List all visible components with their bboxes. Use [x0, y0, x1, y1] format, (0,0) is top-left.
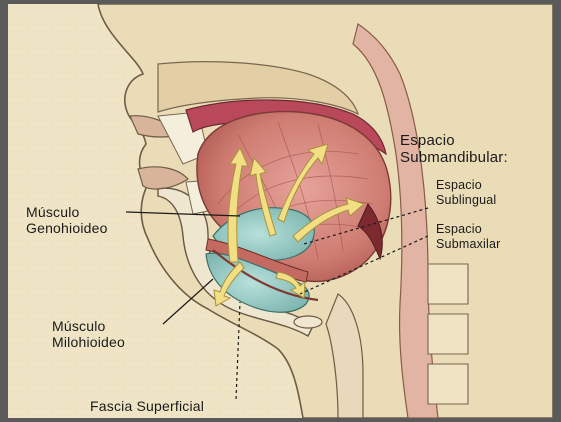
label-submandibular: Espacio Submandibular:	[400, 132, 508, 166]
label-submaxilar-line1: Espacio	[436, 222, 501, 237]
label-submandibular-line2: Submandibular:	[400, 149, 508, 166]
hyoid-bone	[294, 316, 322, 328]
anatomy-illustration: Músculo Genohioideo Músculo Milohioideo …	[8, 4, 553, 418]
label-milohioideo-line2: Milohioideo	[52, 334, 125, 350]
label-sublingual-line1: Espacio	[436, 178, 496, 193]
label-genohioideo-line1: Músculo	[26, 204, 108, 220]
label-genohioideo-line2: Genohioideo	[26, 220, 108, 236]
label-submaxilar: Espacio Submaxilar	[436, 222, 501, 252]
label-sublingual: Espacio Sublingual	[436, 178, 496, 208]
label-milohioideo: Músculo Milohioideo	[52, 318, 125, 350]
label-fascia: Fascia Superficial	[90, 398, 204, 414]
vertebrae	[428, 264, 468, 404]
label-submaxilar-line2: Submaxilar	[436, 237, 501, 252]
label-sublingual-line2: Sublingual	[436, 193, 496, 208]
label-milohioideo-line1: Músculo	[52, 318, 125, 334]
label-submandibular-line1: Espacio	[400, 132, 508, 149]
label-genohioideo: Músculo Genohioideo	[26, 204, 108, 236]
